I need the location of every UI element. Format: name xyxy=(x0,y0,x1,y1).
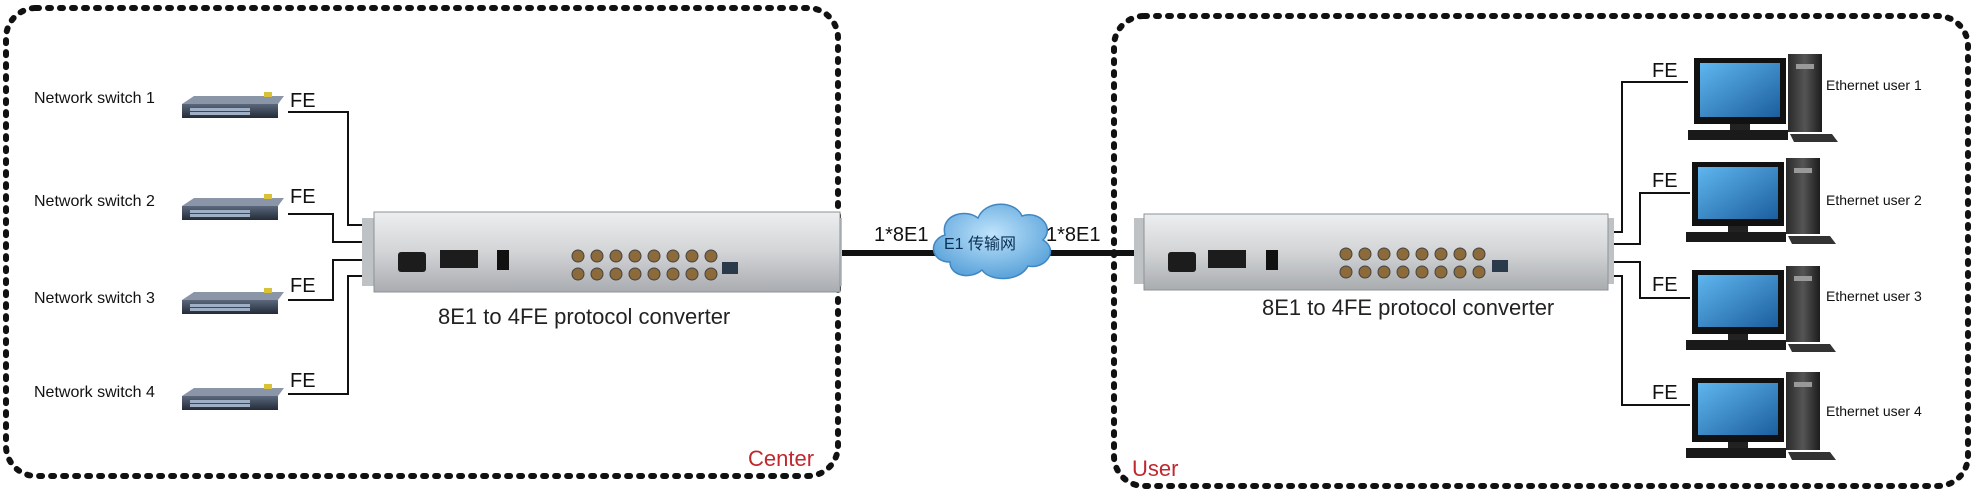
switch-label-4: Network switch 4 xyxy=(34,384,155,401)
switch-label-1: Network switch 1 xyxy=(34,90,155,107)
user-converter-caption: 8E1 to 4FE protocol converter xyxy=(1262,295,1555,320)
fe-label-pc-4: FE xyxy=(1652,382,1678,404)
fe-label-switch-4: FE xyxy=(290,370,316,392)
center-zone-label: Center xyxy=(748,446,815,471)
fe-label-switch-3: FE xyxy=(290,275,316,297)
center-converter-caption: 8E1 to 4FE protocol converter xyxy=(438,304,731,329)
fe-label-switch-2: FE xyxy=(290,186,316,208)
ethernet-pc-4 xyxy=(1686,372,1836,460)
fe-label-switch-1: FE xyxy=(290,90,316,112)
fe-label-pc-2: FE xyxy=(1652,170,1678,192)
user-zone-label: User xyxy=(1132,456,1179,481)
center-fe-lines xyxy=(288,111,372,395)
center-protocol-converter xyxy=(362,211,842,293)
ethernet-pc-2 xyxy=(1686,158,1836,244)
switch-label-2: Network switch 2 xyxy=(34,193,155,210)
user-protocol-converter xyxy=(1134,213,1614,291)
left-e1-link-label: 1*8E1 xyxy=(874,224,929,246)
user-fe-lines xyxy=(1608,81,1690,406)
network-switch-3 xyxy=(182,288,284,314)
network-switch-4 xyxy=(182,384,284,410)
right-e1-link-label: 1*8E1 xyxy=(1046,224,1101,246)
cloud-label: E1 传输网 xyxy=(944,236,1017,253)
switch-label-3: Network switch 3 xyxy=(34,290,155,307)
pc-label-4: Ethernet user 4 xyxy=(1826,403,1922,419)
fe-label-pc-3: FE xyxy=(1652,274,1678,296)
network-switch-2 xyxy=(182,194,284,220)
ethernet-pc-1 xyxy=(1688,54,1838,142)
pc-label-2: Ethernet user 2 xyxy=(1826,192,1922,208)
pc-label-1: Ethernet user 1 xyxy=(1826,77,1922,93)
ethernet-pc-3 xyxy=(1686,266,1836,352)
pc-label-3: Ethernet user 3 xyxy=(1826,288,1922,304)
fe-label-pc-1: FE xyxy=(1652,60,1678,82)
e1-network-cloud xyxy=(932,203,1051,280)
network-switch-1 xyxy=(182,92,284,118)
